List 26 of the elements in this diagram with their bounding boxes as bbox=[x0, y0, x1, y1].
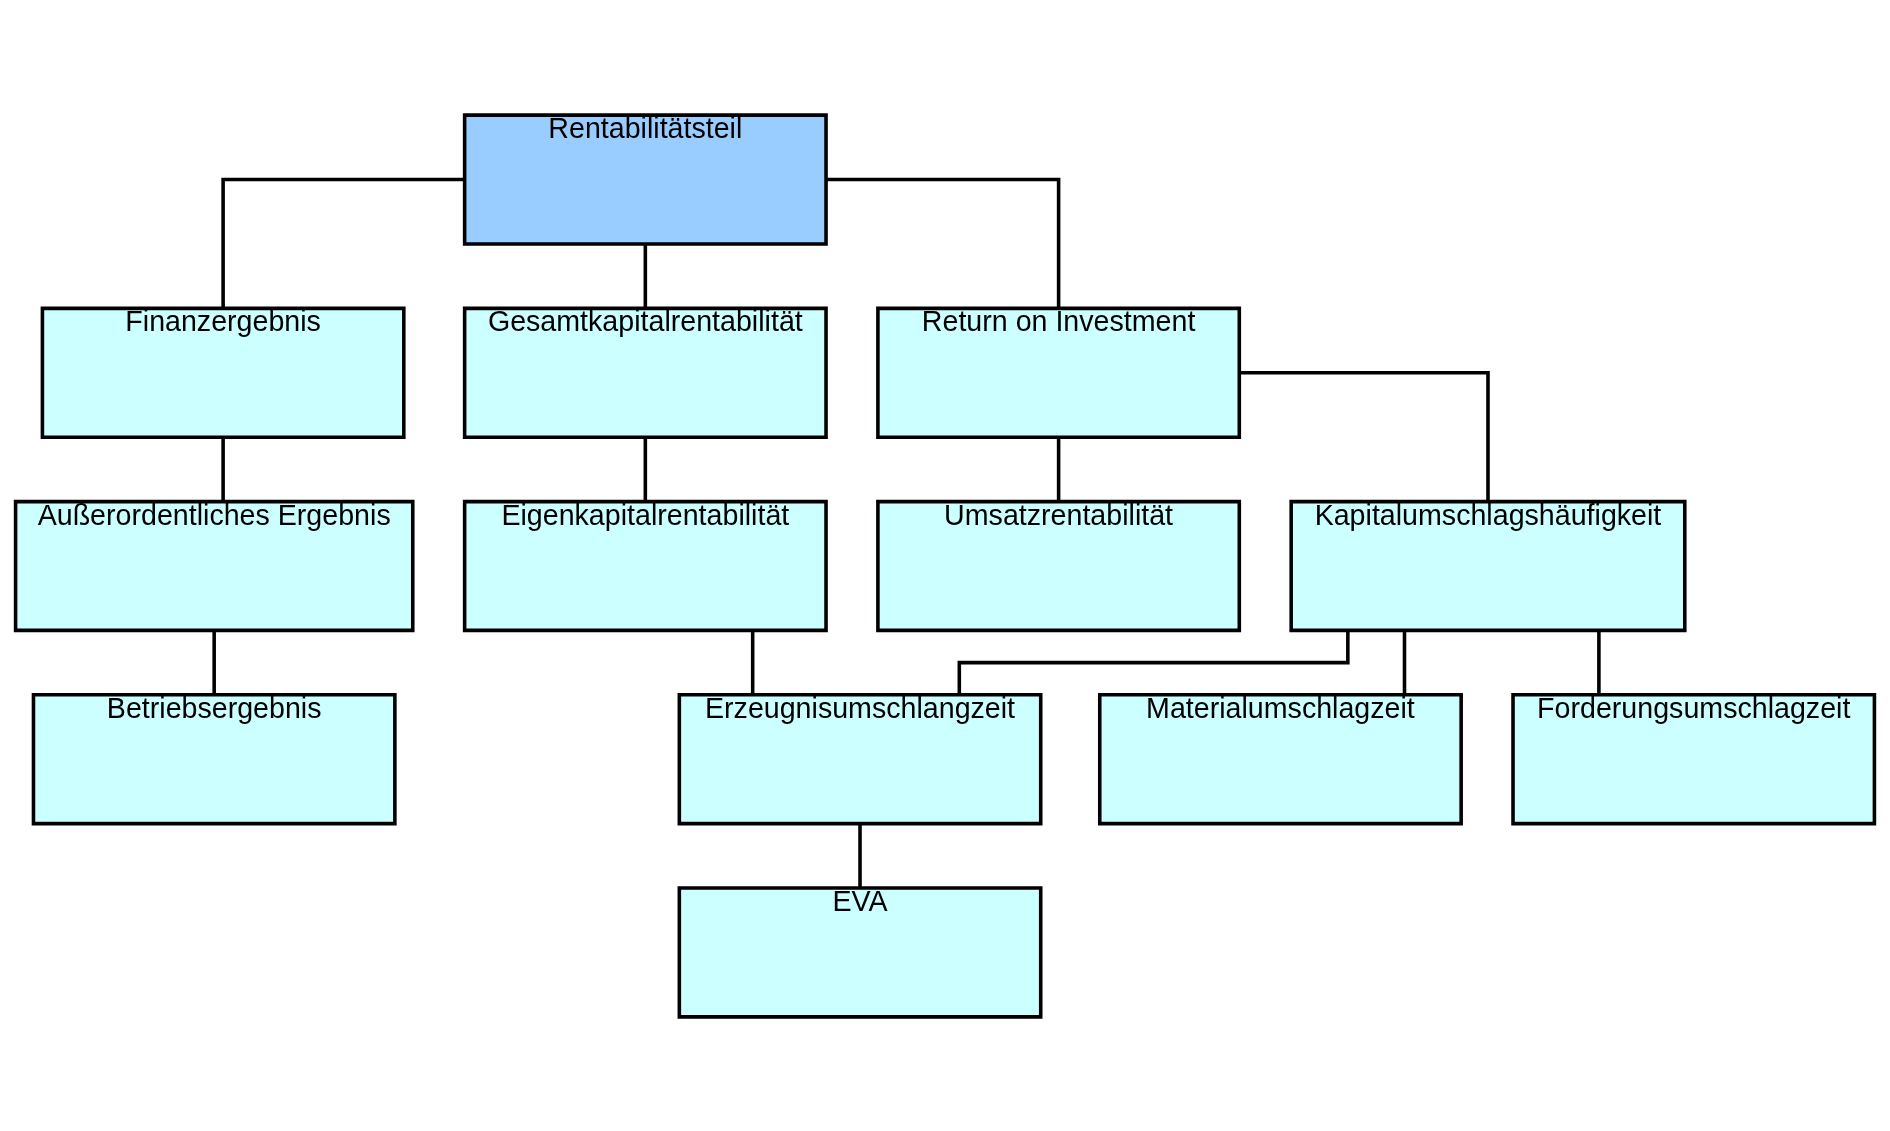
node-box: Forderungsumschlagzeit bbox=[1511, 692, 1877, 825]
connector bbox=[957, 629, 1350, 695]
node-box: Kapitalumschlagshäufigkeit bbox=[1289, 499, 1687, 632]
connector bbox=[1239, 370, 1490, 501]
connector bbox=[826, 177, 1061, 308]
node-box: Return on Investment bbox=[876, 306, 1242, 439]
connector bbox=[212, 630, 216, 694]
node-box: Materialumschlagzeit bbox=[1097, 692, 1463, 825]
connector bbox=[750, 630, 755, 694]
node-box: Betriebsergebnis bbox=[31, 692, 397, 825]
node-box: Gesamtkapitalrentabilität bbox=[462, 306, 828, 439]
connector bbox=[643, 437, 648, 501]
connector bbox=[858, 823, 862, 887]
connector bbox=[1056, 437, 1061, 501]
connector bbox=[221, 437, 225, 501]
node-box: Erzeugnisumschlangzeit bbox=[677, 692, 1043, 825]
connector bbox=[221, 177, 465, 308]
node-box: Finanzergebnis bbox=[40, 306, 406, 439]
node-box: Rentabilitätsteil bbox=[462, 112, 828, 246]
connector bbox=[1402, 630, 1407, 694]
node-box: Eigenkapitalrentabilität bbox=[462, 499, 828, 632]
node-box: EVA bbox=[677, 885, 1043, 1019]
connector bbox=[643, 243, 648, 308]
node-box: Außerordentliches Ergebnis bbox=[13, 499, 415, 632]
node-box: Umsatzrentabilität bbox=[876, 499, 1242, 632]
connector bbox=[1597, 630, 1601, 694]
